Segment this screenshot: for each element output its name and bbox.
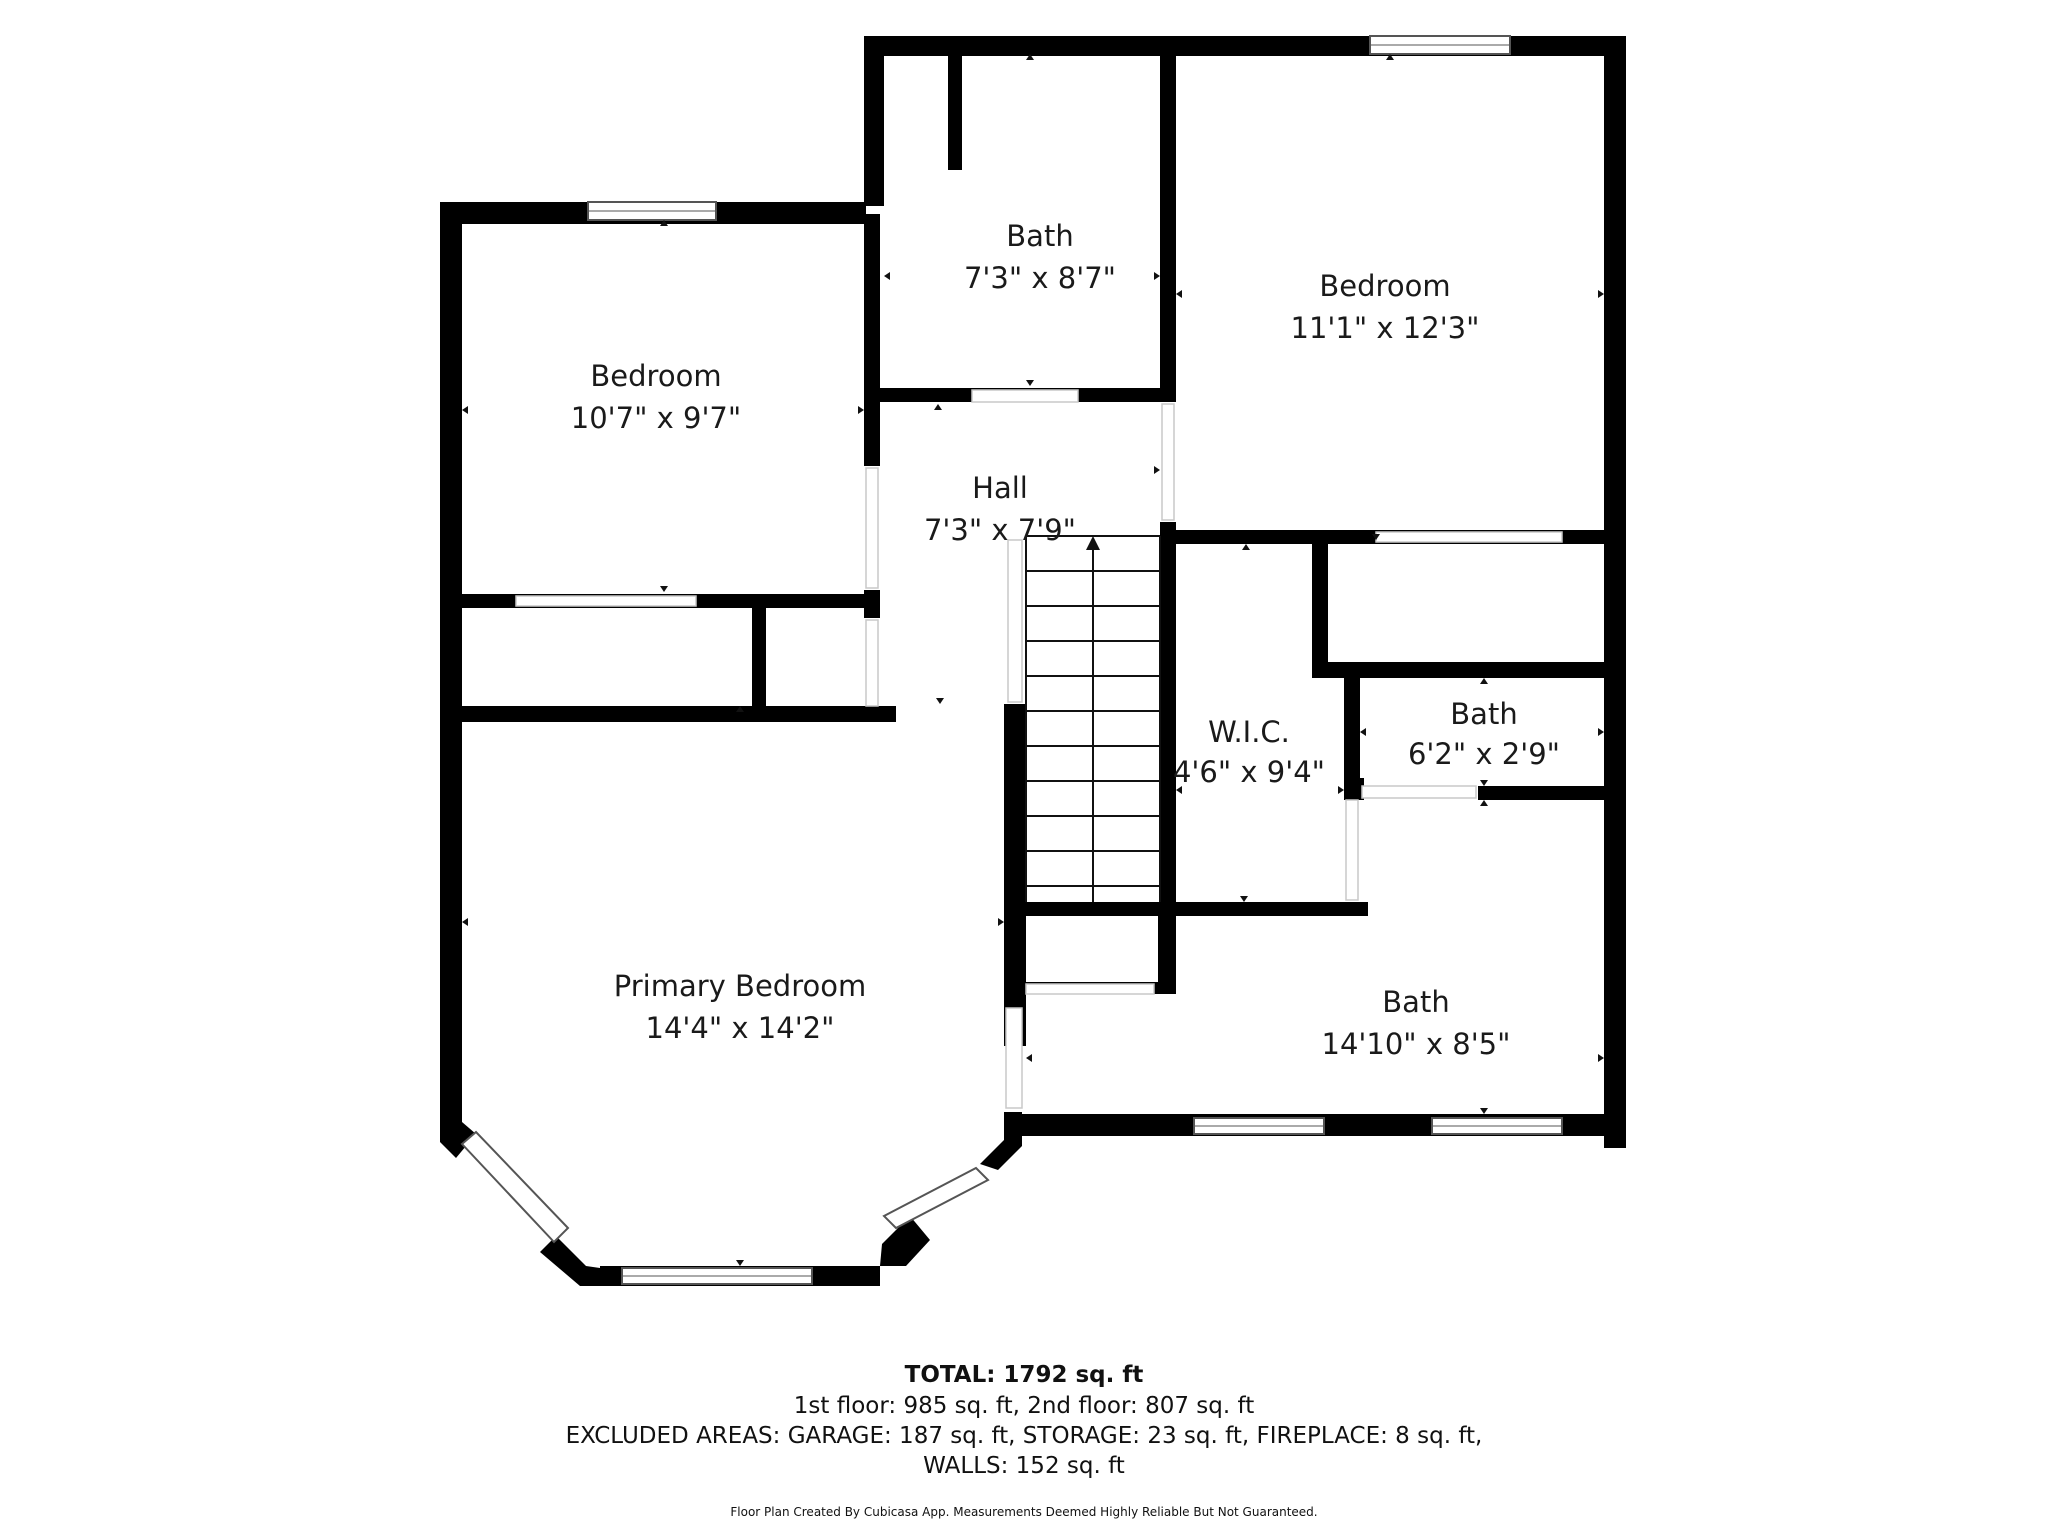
room-name-bath-top: Bath (1006, 219, 1073, 253)
windows (460, 35, 1563, 1285)
credit-line: Floor Plan Created By Cubicasa App. Meas… (730, 1505, 1318, 1519)
room-dims-wic: 4'6" x 9'4" (1173, 755, 1325, 789)
room-name-bath-large: Bath (1382, 985, 1449, 1019)
room-name-bath-small: Bath (1450, 697, 1517, 731)
dimension-ticks (462, 54, 1604, 1266)
room-dims-hall: 7'3" x 7'9" (924, 513, 1076, 547)
excluded-areas: EXCLUDED AREAS: GARAGE: 187 sq. ft, STOR… (565, 1423, 1483, 1449)
staircase (1025, 535, 1161, 902)
room-name-wic: W.I.C. (1208, 715, 1290, 749)
room-name-bedroom-right: Bedroom (1319, 269, 1450, 303)
room-labels: Bath 7'3" x 8'7" Bedroom 11'1" x 12'3" B… (571, 219, 1560, 1061)
area-summary: TOTAL: 1792 sq. ft 1st floor: 985 sq. ft… (0, 1360, 2048, 1481)
room-dims-bedroom-left: 10'7" x 9'7" (571, 401, 741, 435)
room-name-bedroom-left: Bedroom (590, 359, 721, 393)
room-dims-bath-top: 7'3" x 8'7" (964, 261, 1116, 295)
stair-arrow-icon (1086, 536, 1100, 550)
room-dims-bath-large: 14'10" x 8'5" (1322, 1027, 1511, 1061)
room-dims-bath-small: 6'2" x 2'9" (1408, 737, 1560, 771)
openings (515, 389, 1563, 1109)
room-name-hall: Hall (972, 471, 1028, 505)
total-area: TOTAL: 1792 sq. ft (904, 1362, 1144, 1388)
room-name-primary-bedroom: Primary Bedroom (614, 969, 866, 1003)
walls-area: WALLS: 152 sq. ft (923, 1453, 1125, 1479)
room-dims-primary-bedroom: 14'4" x 14'2" (646, 1011, 835, 1045)
room-dims-bedroom-right: 11'1" x 12'3" (1291, 311, 1480, 345)
floor-areas: 1st floor: 985 sq. ft, 2nd floor: 807 sq… (793, 1393, 1255, 1419)
